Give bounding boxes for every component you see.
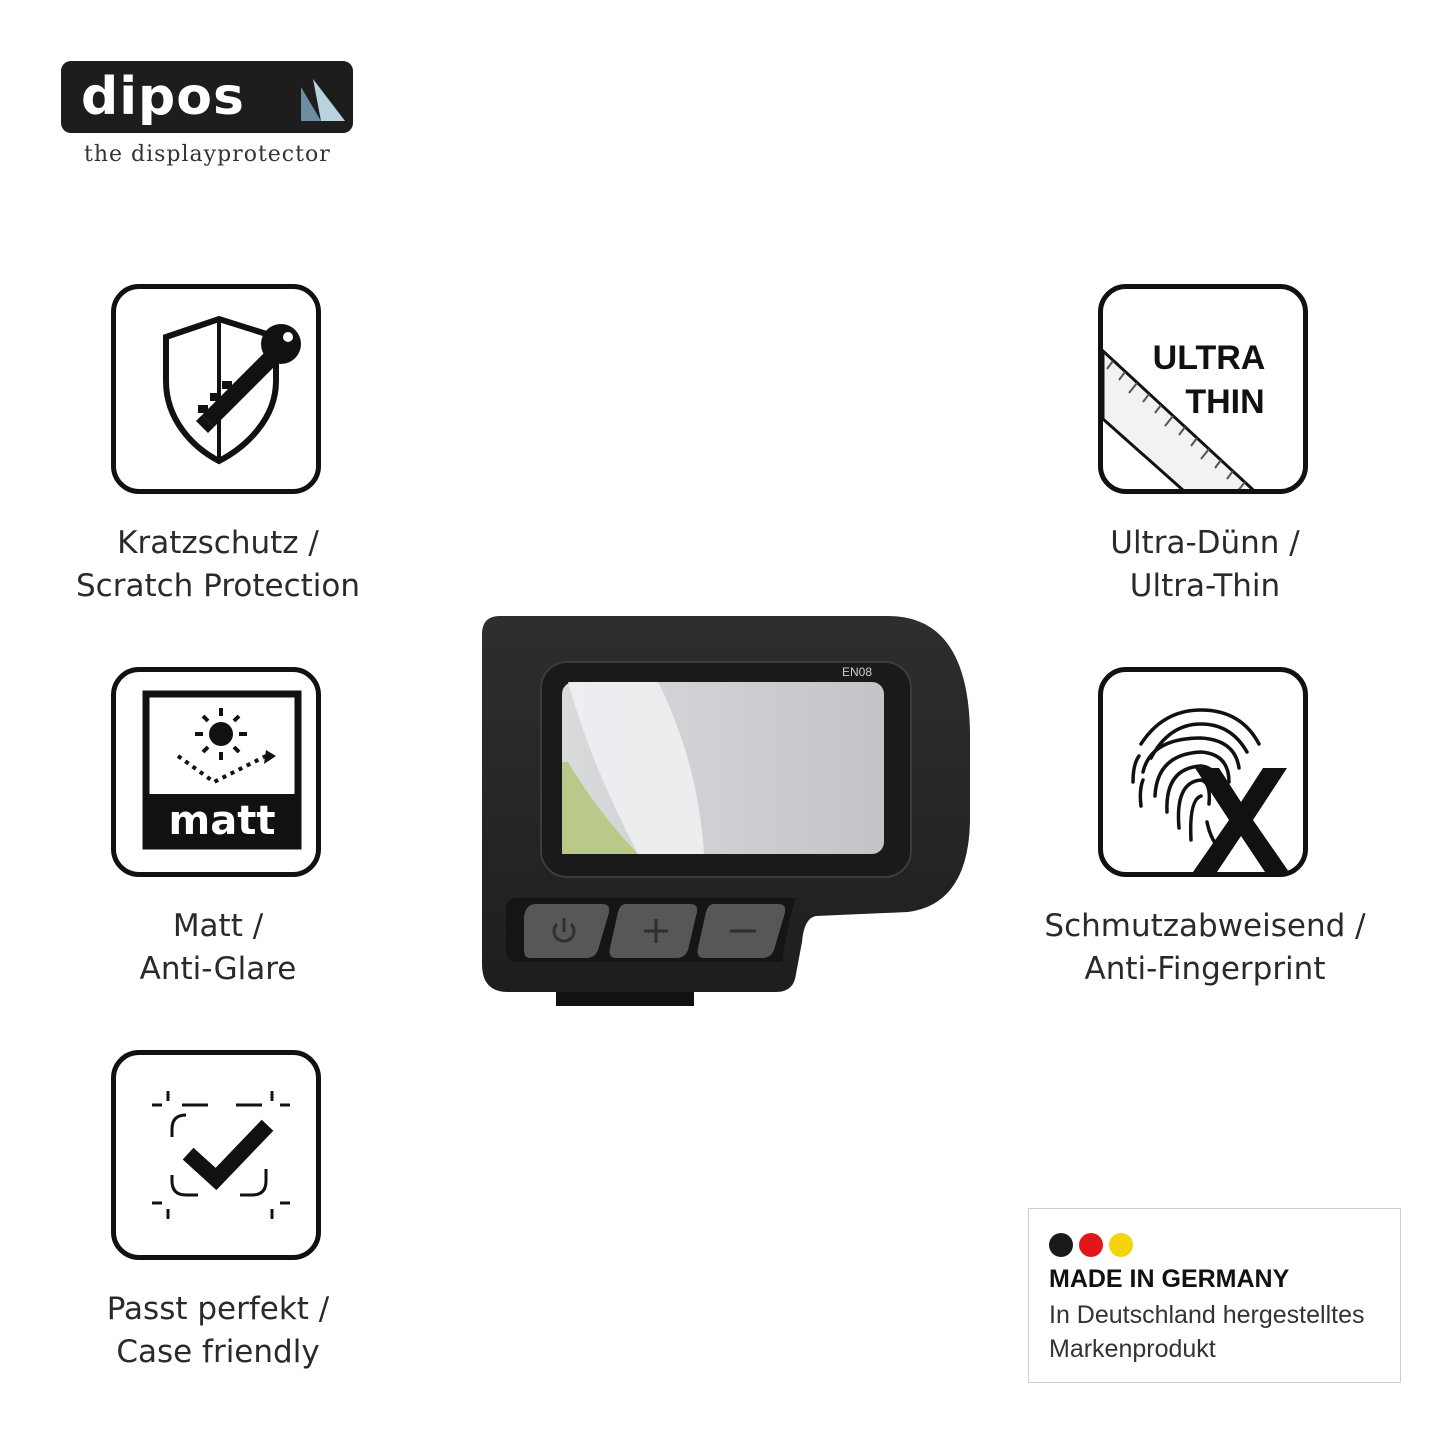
feature-caption-matt: Matt / Anti-Glare — [38, 905, 398, 991]
caption-line: Case friendly — [116, 1334, 320, 1370]
caption-line: Anti-Fingerprint — [1084, 951, 1326, 987]
svg-text:matt: matt — [169, 798, 276, 844]
feature-caption-fingerprint: Schmutzabweisend / Anti-Fingerprint — [1025, 905, 1385, 991]
shield-key-icon — [163, 315, 301, 465]
feature-caption-fit: Passt perfekt / Case friendly — [38, 1288, 398, 1374]
feature-tile-scratch — [111, 284, 321, 494]
feature-tile-matt: matt — [111, 667, 321, 877]
plus-icon — [644, 919, 668, 943]
caption-line: Kratzschutz / — [117, 525, 319, 561]
caption-line: Anti-Glare — [139, 951, 297, 987]
feature-caption-ultrathin: Ultra-Dünn / Ultra-Thin — [1025, 522, 1385, 608]
power-button[interactable] — [524, 904, 610, 958]
minus-button[interactable] — [697, 904, 786, 958]
logo-fold-icon — [301, 79, 345, 121]
feature-tile-fingerprint — [1098, 667, 1308, 877]
feature-tile-ultrathin: ULTRA THIN — [1098, 284, 1308, 494]
brand-tagline: the displayprotector — [84, 142, 331, 167]
made-in-title: MADE IN GERMANY — [1049, 1265, 1290, 1293]
fingerprint-x-icon — [1131, 708, 1289, 872]
checkmark-frame-icon — [152, 1091, 290, 1219]
made-in-line1: In Deutschland hergestelltes — [1049, 1301, 1365, 1329]
caption-line: Schmutzabweisend / — [1044, 908, 1366, 944]
model-label: EN08 — [842, 665, 872, 679]
caption-line: Scratch Protection — [76, 568, 360, 604]
brand-name: dipos — [81, 67, 245, 127]
feature-caption-scratch: Kratzschutz / Scratch Protection — [38, 522, 398, 608]
svg-text:THIN: THIN — [1185, 383, 1264, 421]
flag-dot-gold — [1109, 1233, 1133, 1257]
plus-button[interactable] — [609, 904, 698, 958]
made-in-germany-badge: MADE IN GERMANY In Deutschland hergestel… — [1028, 1208, 1401, 1383]
caption-line: Ultra-Dünn / — [1110, 525, 1300, 561]
matt-sun-icon: matt — [142, 690, 302, 850]
made-in-line2: Markenprodukt — [1049, 1335, 1216, 1363]
flag-dot-red — [1079, 1233, 1103, 1257]
caption-line: Ultra-Thin — [1129, 568, 1281, 604]
flag-dot-black — [1049, 1233, 1073, 1257]
ebike-display-device: EN08 — [482, 616, 970, 1006]
svg-text:ULTRA: ULTRA — [1153, 339, 1266, 377]
caption-line: Passt perfekt / — [106, 1291, 330, 1327]
power-icon — [552, 918, 576, 943]
ultra-thin-ruler-icon: ULTRA THIN — [1103, 339, 1267, 489]
feature-tile-fit — [111, 1050, 321, 1260]
caption-line: Matt / — [172, 908, 264, 944]
brand-logo: dipos — [61, 61, 353, 133]
